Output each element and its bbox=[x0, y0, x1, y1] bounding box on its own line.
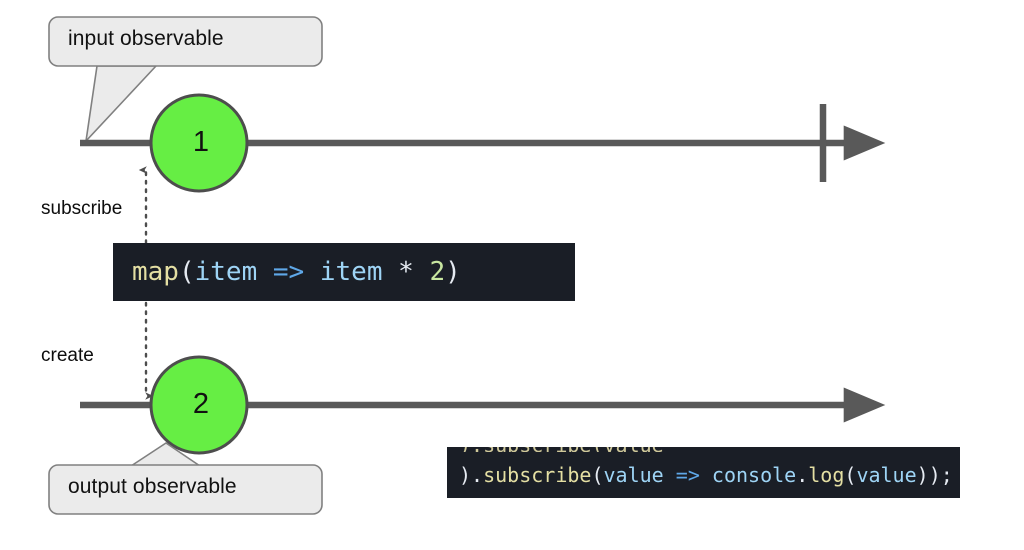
code-token: . bbox=[796, 463, 809, 487]
code-token: 2 bbox=[429, 257, 446, 287]
callout-input-observable bbox=[48, 16, 323, 142]
marble-output-2[interactable] bbox=[149, 355, 249, 455]
output-timeline bbox=[80, 355, 886, 455]
code-token bbox=[257, 257, 273, 287]
input-timeline bbox=[80, 93, 886, 193]
code-token: => bbox=[675, 463, 700, 487]
code-block-map-operator[interactable]: map(item => item * 2) bbox=[113, 243, 575, 301]
code-token: item bbox=[319, 257, 383, 287]
code-token bbox=[664, 463, 676, 487]
code-token: * bbox=[398, 257, 414, 287]
code-token: ( bbox=[844, 463, 857, 487]
callout-input-box bbox=[48, 16, 323, 67]
code-token: subscribe bbox=[483, 463, 592, 487]
marble-output-value: 2 bbox=[192, 388, 210, 420]
code-token: log bbox=[808, 463, 845, 487]
code-token: ) bbox=[459, 463, 472, 487]
code-token: console bbox=[711, 463, 797, 487]
code-token bbox=[383, 257, 399, 287]
callout-output-box bbox=[48, 464, 323, 515]
code-token: value bbox=[603, 463, 664, 487]
marble-input-value: 1 bbox=[192, 126, 210, 158]
callout-input-label: input observable bbox=[68, 27, 224, 50]
label-create: create bbox=[41, 345, 94, 366]
code-sliver-text: ).subscribe(value bbox=[459, 447, 664, 453]
callout-output-label: output observable bbox=[68, 475, 237, 498]
callout-input-tail bbox=[85, 65, 157, 142]
code-token: ) bbox=[916, 463, 929, 487]
code-token: => bbox=[272, 257, 305, 287]
code-token bbox=[414, 257, 430, 287]
label-subscribe: subscribe bbox=[41, 198, 123, 219]
code-token: ( bbox=[178, 257, 195, 287]
code-token: ) bbox=[928, 463, 941, 487]
code-token: . bbox=[471, 463, 484, 487]
code-token: item bbox=[194, 257, 258, 287]
code-token bbox=[700, 463, 712, 487]
code-token bbox=[304, 257, 320, 287]
callout-output-observable bbox=[48, 442, 323, 515]
code-token: ; bbox=[940, 463, 953, 487]
marble-input-1[interactable] bbox=[149, 93, 249, 193]
code-token: map bbox=[132, 257, 179, 287]
code-token: ) bbox=[445, 257, 461, 287]
code-subscribe-top-sliver: ).subscribe(value bbox=[447, 447, 960, 453]
code-token: ( bbox=[591, 463, 604, 487]
code-token: value bbox=[856, 463, 917, 487]
code-block-subscribe[interactable]: ).subscribe(value => console.log(value))… bbox=[447, 452, 960, 498]
